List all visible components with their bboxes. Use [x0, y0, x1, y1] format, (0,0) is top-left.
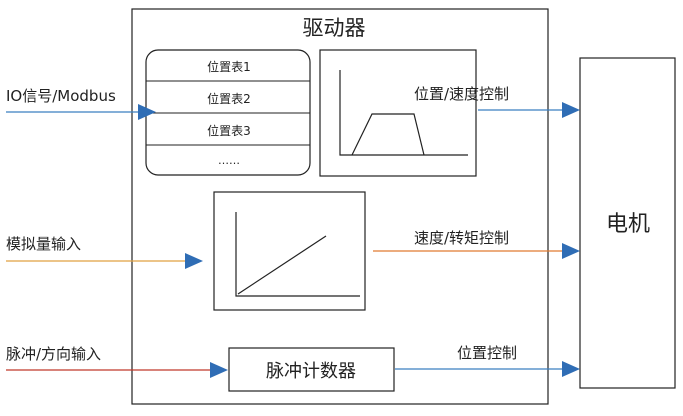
output-label-position-speed: 位置/速度控制 — [414, 85, 509, 103]
pulse-counter-label: 脉冲计数器 — [266, 361, 356, 382]
output-label-speed-torque: 速度/转矩控制 — [414, 229, 509, 247]
linear-response-line — [237, 235, 327, 295]
arrow-head-icon — [562, 102, 580, 118]
arrow-head-icon — [138, 104, 156, 120]
arrow-head-icon — [562, 243, 580, 259]
motor-box — [579, 57, 676, 389]
input-label-analog: 模拟量输入 — [6, 235, 81, 253]
arrow-head-icon — [185, 253, 203, 269]
pulse-counter-box — [228, 347, 395, 392]
linear-response-axes — [235, 212, 360, 297]
driver-title: 驱动器 — [303, 16, 366, 40]
position-table-item: …… — [218, 154, 240, 167]
position-table-item: 位置表3 — [207, 123, 251, 138]
arrow-head-icon — [562, 361, 580, 377]
input-label-pulse-direction: 脉冲/方向输入 — [6, 345, 101, 363]
output-label-position: 位置控制 — [457, 344, 517, 362]
trapezoid-profile-curve — [351, 113, 425, 156]
arrow-head-icon — [210, 362, 228, 378]
position-table-item: 位置表2 — [207, 91, 251, 106]
input-label-io-modbus: IO信号/Modbus — [6, 87, 116, 105]
linear-response-box — [213, 191, 366, 311]
trapezoid-profile-axes — [339, 70, 468, 156]
motor-label: 电机 — [606, 212, 650, 237]
trapezoid-profile-box — [319, 49, 477, 177]
driver-box — [131, 8, 549, 405]
position-table-item: 位置表1 — [207, 59, 251, 74]
